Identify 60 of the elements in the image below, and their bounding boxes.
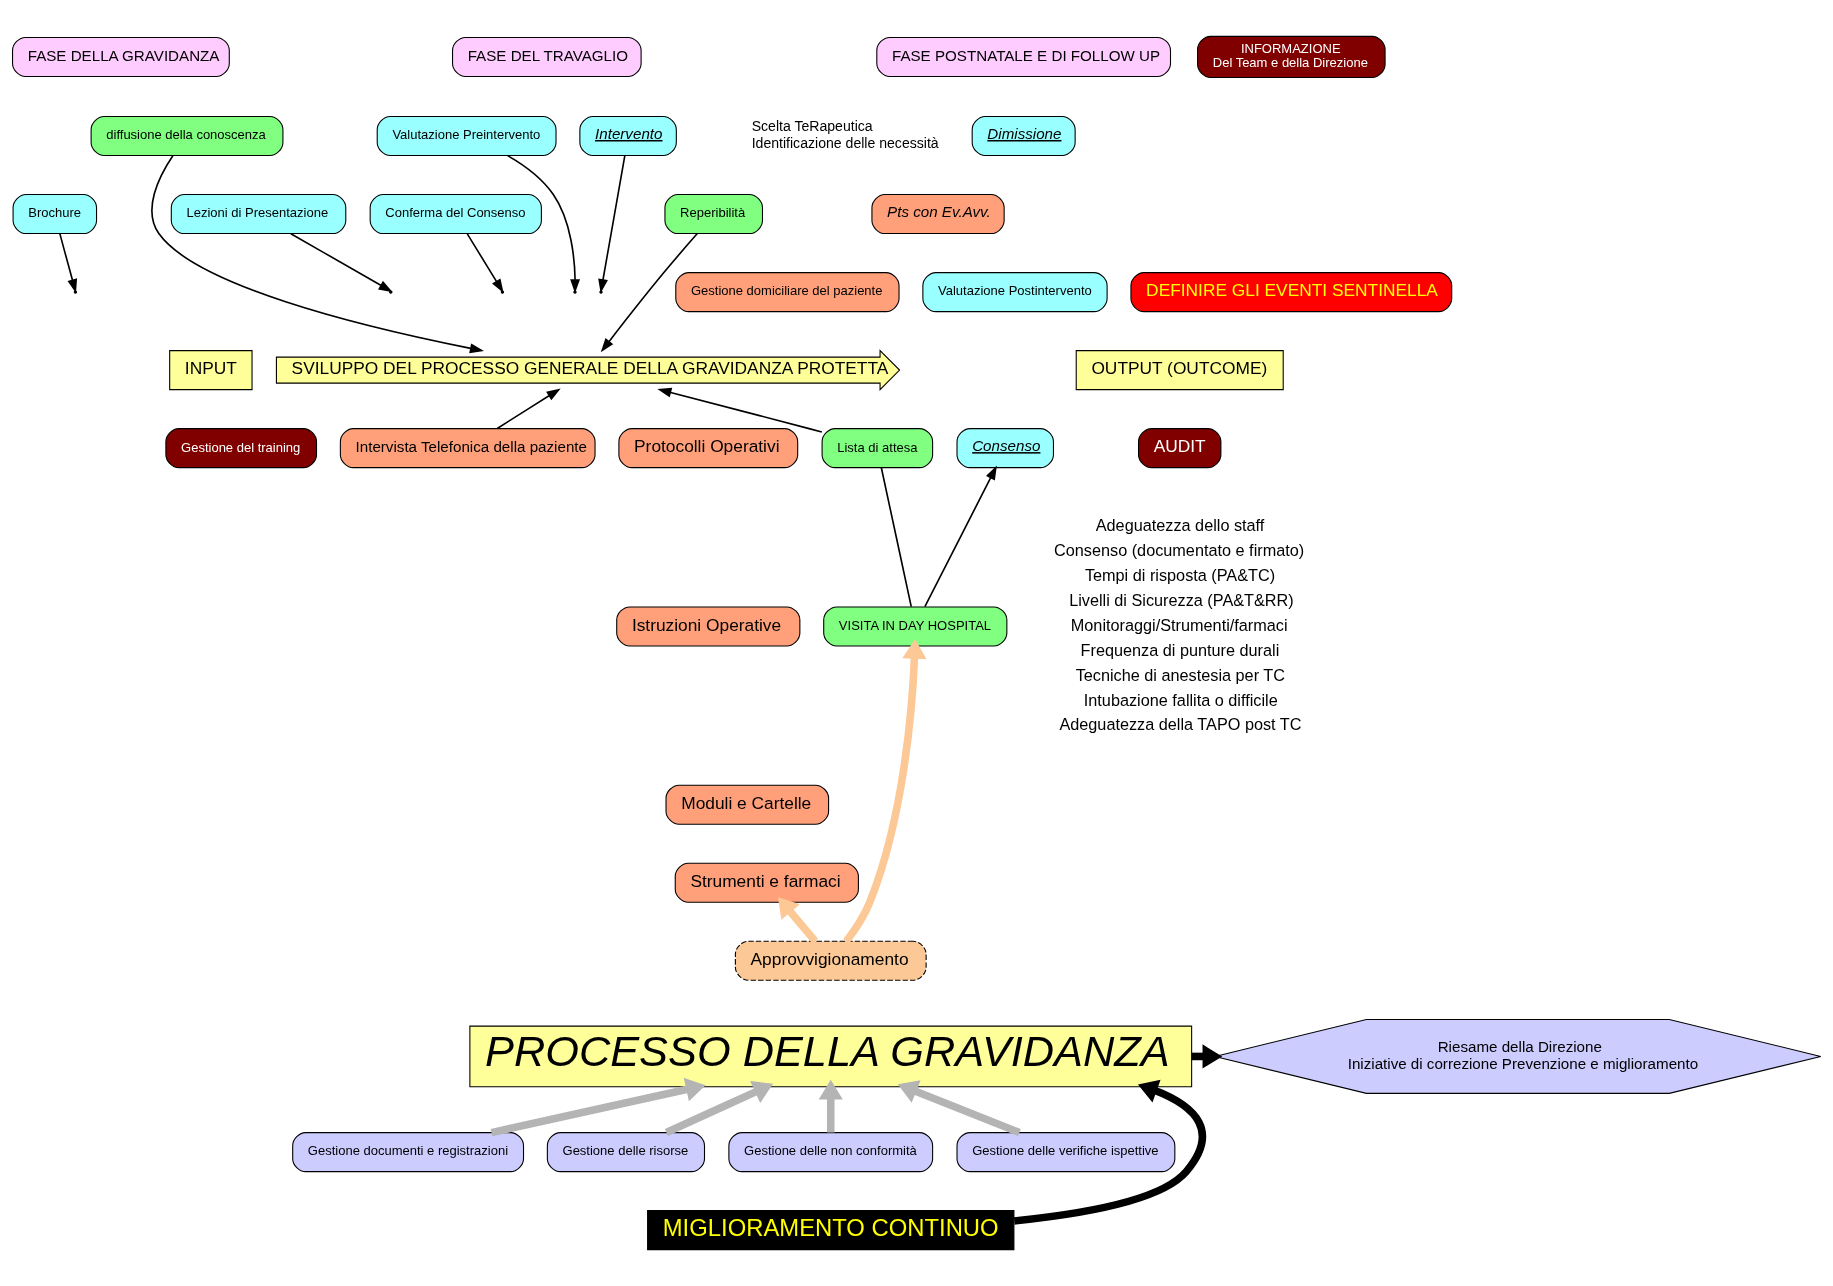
arrow	[657, 387, 823, 433]
node-box: Valutazione Postintervento	[922, 272, 1108, 313]
node-box: Gestione delle risorse	[546, 1132, 706, 1173]
node-box: INFORMAZIONE Del Team e della Direzione	[1197, 35, 1386, 79]
arrow	[843, 639, 927, 944]
node-box: diffusione della conoscenza	[90, 116, 284, 157]
node-box: Gestione del training	[165, 428, 318, 469]
arrow	[151, 154, 484, 354]
label: Monitoraggi/Strumenti/farmaci	[1070, 615, 1288, 634]
node-box: Strumenti e farmaci	[674, 862, 859, 903]
node-label: Identificazione delle necessità	[751, 135, 939, 152]
arrow	[897, 1080, 1021, 1137]
label: Adeguatezza dello staff	[1095, 516, 1265, 535]
label: Adeguatezza della TAPO post TC	[1059, 715, 1302, 734]
node-box: Lezioni di Presentazione	[170, 194, 347, 235]
node-box: Gestione delle verifiche ispettive	[956, 1132, 1176, 1173]
node-box: Consenso	[956, 428, 1054, 469]
label: Frequenza di punture durali	[1080, 640, 1280, 659]
node-box: Brochure	[12, 194, 98, 235]
node-box: Intervento	[579, 116, 677, 157]
node-box: Lista di attesa	[821, 428, 934, 469]
node-box: FASE POSTNATALE E DI FOLLOW UP	[876, 36, 1172, 77]
arrow	[818, 1079, 843, 1133]
node-box: Approvvigionamento	[734, 940, 927, 981]
arrow	[506, 154, 581, 294]
node-box: OUTPUT (OUTCOME)	[1075, 350, 1284, 391]
arrow	[664, 1081, 774, 1136]
label: Tempi di risposta (PA&TC)	[1084, 565, 1276, 584]
arrow	[777, 897, 819, 944]
arrow	[496, 388, 561, 430]
node-box: Moduli e Cartelle	[665, 784, 830, 825]
label: Consenso (documentato e firmato)	[1054, 540, 1305, 559]
node-box: Gestione domiciliare del paziente	[675, 272, 900, 313]
node-box: Valutazione Preintervento	[376, 116, 557, 157]
node-box: VISITA IN DAY HOSPITAL	[823, 606, 1008, 647]
node-box: Istruzioni Operative	[616, 606, 801, 647]
node-box: Pts con Ev.Avv.	[871, 194, 1005, 235]
node-box: DEFINIRE GLI EVENTI SENTINELLA	[1130, 272, 1453, 313]
node-box: PROCESSO DELLA GRAVIDANZA	[469, 1025, 1193, 1088]
node-box: INPUT	[169, 350, 253, 391]
node-box: MIGLIORAMENTO CONTINUO	[647, 1210, 1015, 1251]
arrow	[490, 1077, 706, 1137]
node-box: Intervista Telefonica della paziente	[339, 428, 596, 469]
connector	[880, 466, 913, 608]
node-box: Gestione delle non conformità	[728, 1132, 934, 1173]
arrow	[924, 465, 997, 608]
node-box: Dimissione	[971, 116, 1076, 157]
node-box: Reperibilità	[664, 194, 763, 235]
label: Livelli di Sicurezza (PA&T&RR)	[1069, 590, 1294, 609]
node-box: AUDIT	[1138, 428, 1222, 469]
label: Tecniche di anestesia per TC	[1075, 665, 1285, 684]
node-box: Conferma del Consenso	[369, 194, 542, 235]
node-box: Gestione documenti e registrazioni	[292, 1132, 525, 1173]
node-label: Scelta TeRapeutica	[751, 118, 873, 135]
node-box: FASE DELLA GRAVIDANZA	[12, 36, 230, 77]
arrow	[466, 233, 504, 293]
node-box: FASE DEL TRAVAGLIO	[452, 36, 642, 77]
label: Intubazione fallita o difficile	[1083, 690, 1278, 709]
arrow	[1013, 1079, 1207, 1225]
node-box: Protocolli Operativi	[618, 428, 799, 469]
